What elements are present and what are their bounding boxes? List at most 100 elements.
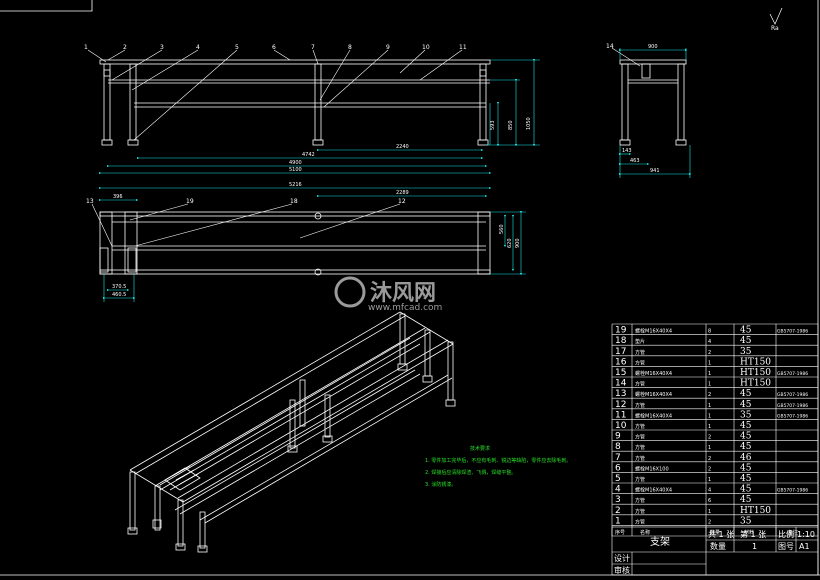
bom-item-qty: 1 xyxy=(708,445,711,451)
balloon-8: 8 xyxy=(348,44,352,51)
dim-370: 370.5 xyxy=(112,284,126,290)
designer-label: 设计 xyxy=(614,553,630,563)
bom-item-number: 10 xyxy=(615,421,627,431)
dim-560: 560 xyxy=(499,224,505,234)
bom-item-number: 12 xyxy=(615,400,626,410)
bom-item-name: 方管 xyxy=(635,381,645,388)
balloon-1: 1 xyxy=(84,44,88,51)
bom-item-name: 方管 xyxy=(635,455,645,462)
isometric-view xyxy=(127,311,456,553)
dim-900-top: 900 xyxy=(515,238,521,248)
dim-5216: 5216 xyxy=(289,182,302,188)
bom-item-number: 13 xyxy=(615,389,626,399)
title-block xyxy=(611,526,819,576)
bom-item-name: 螺栓M16X40X4 xyxy=(635,487,672,494)
quantity-value: 1 xyxy=(752,542,757,551)
bom-item-qty: 2 xyxy=(708,466,711,472)
bom-item-number: 5 xyxy=(615,474,621,484)
bom-item-name: 螺栓M16X100 xyxy=(635,465,669,472)
bom-header-name: 名称 xyxy=(640,529,650,536)
balloon-11: 11 xyxy=(459,44,467,51)
dim-396: 396 xyxy=(113,194,123,200)
bom-item-standard: GB5707-1986 xyxy=(777,488,808,494)
bom-item-qty: 2 xyxy=(708,392,711,398)
roughness-label: Ra xyxy=(771,25,779,32)
bom-item-name: 螺栓M16X40X4 xyxy=(635,391,672,398)
notes-title: 技术要求 xyxy=(470,445,490,452)
balloon-6: 6 xyxy=(272,44,276,51)
side-view-leaders xyxy=(611,47,641,67)
balloon-5: 5 xyxy=(235,44,239,51)
bom-item-material: HT150 xyxy=(740,368,771,378)
bom-item-number: 4 xyxy=(615,485,621,495)
bom-item-qty: 1 xyxy=(708,509,711,515)
bom-item-name: 螺栓M16X40X4 xyxy=(635,412,672,419)
bom-item-number: 2 xyxy=(615,506,621,516)
top-view xyxy=(99,211,491,276)
bom-item-qty: 4 xyxy=(708,488,711,494)
bom-item-qty: 2 xyxy=(708,456,711,462)
bom-item-name: 方管 xyxy=(635,359,645,366)
bom-item-name: 方管 xyxy=(635,518,645,525)
drawing-number-label: 图号 xyxy=(778,542,794,551)
scale-label: 比例 xyxy=(778,529,794,539)
bom-item-material: 35 xyxy=(740,347,752,357)
bom-item-name: 垫片 xyxy=(635,338,645,345)
balloon-7: 7 xyxy=(311,44,315,51)
dim-2289: 2289 xyxy=(396,190,409,196)
bom-item-name: 方管 xyxy=(635,402,645,409)
balloon-4: 4 xyxy=(196,44,200,51)
bom-item-material: 45 xyxy=(740,336,752,346)
bom-item-qty: 1 xyxy=(708,360,711,366)
watermark-url: www.mfcad.com xyxy=(368,303,442,313)
dim-463: 463 xyxy=(630,158,640,164)
bom-item-qty: 2 xyxy=(708,435,711,441)
bom-item-number: 17 xyxy=(615,347,626,357)
bom-item-material: 45 xyxy=(740,463,752,473)
notes-line-1: 1. 零件加工完毕后，不应有毛刺、锐边等缺陷，零件应去除毛刺。 xyxy=(425,457,571,464)
bom-item-qty: 2 xyxy=(708,519,711,525)
dim-900-side: 900 xyxy=(648,44,658,50)
bom-item-number: 9 xyxy=(615,432,621,442)
side-view-dimensions xyxy=(618,48,692,178)
bom-item-name: 方管 xyxy=(635,434,645,441)
dim-850: 850 xyxy=(508,120,514,130)
dim-593: 593 xyxy=(490,120,496,130)
balloon-12: 12 xyxy=(398,198,406,205)
bom-item-qty: 1 xyxy=(708,371,711,377)
front-view-leaders xyxy=(87,49,463,141)
bom-item-name: 方管 xyxy=(635,444,645,451)
bom-header-note: 备注 xyxy=(788,529,798,536)
bom-item-material: 35 xyxy=(740,410,752,420)
balloon-2: 2 xyxy=(123,44,127,51)
bom-item-standard: GB5707-1986 xyxy=(777,392,808,398)
scale-value: 1:10 xyxy=(797,530,815,539)
bom-item-material: 45 xyxy=(740,326,752,336)
balloon-19: 19 xyxy=(186,198,194,205)
side-view xyxy=(619,59,687,146)
notes-line-3: 3. 涂防锈漆。 xyxy=(425,481,456,488)
bom-item-number: 19 xyxy=(615,326,627,336)
bom-item-number: 6 xyxy=(615,463,621,473)
front-view xyxy=(99,59,491,146)
dim-2240: 2240 xyxy=(396,144,409,150)
top-view-leaders xyxy=(91,203,401,247)
front-view-dim-text: 2240 4742 4900 5100 593 850 1050 xyxy=(289,117,532,173)
bom-item-material: 45 xyxy=(740,432,752,442)
dim-4742: 4742 xyxy=(302,152,315,158)
balloon-9: 9 xyxy=(386,44,390,51)
bom-item-qty: 1 xyxy=(708,382,711,388)
bom-header-material: 材料 xyxy=(744,529,754,536)
bom-item-number: 16 xyxy=(615,357,627,367)
dim-460: 460.5 xyxy=(112,292,126,298)
watermark: 沐风网 www.mfcad.com xyxy=(334,276,442,313)
bom-item-name: 方管 xyxy=(635,423,645,430)
title-block-text: 支架 共 1 张 第 1 张 比例 1:10 数量 1 图号 A1 设计 审核 xyxy=(614,529,815,575)
bom-item-material: 45 xyxy=(740,474,752,484)
roughness-symbol: Ra xyxy=(769,7,783,32)
bom-item-material: HT150 xyxy=(740,506,771,516)
bom-header-qty: 数量 xyxy=(710,529,720,536)
bom-item-number: 1 xyxy=(615,516,621,526)
dim-5100: 5100 xyxy=(289,167,302,173)
